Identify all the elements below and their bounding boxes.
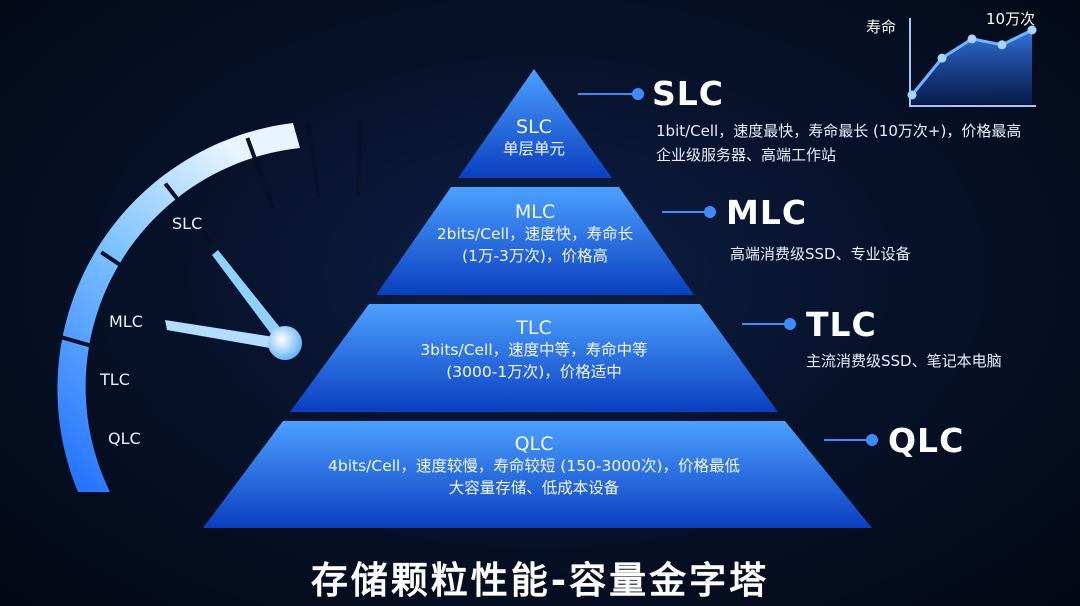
connectors bbox=[578, 88, 878, 446]
tier-tlc-line-1: 3bits/Cell，速度中等，寿命中等 bbox=[420, 341, 648, 359]
tier-tlc-shape bbox=[290, 304, 778, 412]
connector-mlc-dot bbox=[704, 206, 716, 218]
mini-chart bbox=[907, 18, 1037, 107]
gauge-needle-lower bbox=[165, 320, 287, 351]
mini-chart-axes bbox=[909, 18, 1036, 107]
gauge-label-tlc: TLC bbox=[100, 370, 130, 389]
tier-qlc-name: QLC bbox=[514, 433, 554, 455]
tier-mlc-name: MLC bbox=[514, 201, 556, 223]
side-tlc-title: TLC bbox=[806, 305, 877, 344]
gauge-tick-2 bbox=[163, 182, 214, 244]
tier-tlc-text: TLC 3bits/Cell，速度中等，寿命中等 (3000-1万次)，价格适中 bbox=[334, 317, 734, 383]
side-tlc-line-1: 主流消费级SSD、笔记本电脑 bbox=[806, 352, 1002, 370]
tier-mlc-shape bbox=[376, 187, 694, 295]
tier-slc-name: SLC bbox=[516, 116, 552, 138]
tier-qlc-text: QLC 4bits/Cell，速度较慢，寿命较短 (150-3000次)，价格最… bbox=[264, 433, 804, 499]
side-slc-line-2: 企业级服务器、高端工作站 bbox=[656, 146, 837, 164]
tier-mlc-line-1: 2bits/Cell，速度快，寿命长 bbox=[436, 225, 634, 243]
tier-qlc-shape bbox=[203, 421, 872, 528]
tier-tlc-line-2: (3000-1万次)，价格适中 bbox=[446, 363, 622, 381]
gauge-label-slc: SLC bbox=[172, 214, 203, 233]
mini-chart-point-2 bbox=[967, 34, 977, 44]
tier-mlc-text: MLC 2bits/Cell，速度快，寿命长 (1万-3万次)，价格高 bbox=[385, 201, 685, 267]
tier-slc-line-1: 单层单元 bbox=[502, 140, 565, 158]
gauge-tick-1 bbox=[100, 250, 165, 296]
gauge bbox=[57, 120, 363, 492]
mini-chart-point-3 bbox=[997, 40, 1007, 50]
gauge-ticks bbox=[61, 120, 363, 360]
gauge-tick-4 bbox=[306, 122, 321, 198]
tier-tlc-name: TLC bbox=[516, 317, 552, 339]
mini-chart-points bbox=[907, 25, 1037, 100]
tier-qlc-line-2: 大容量存储、低成本设备 bbox=[448, 479, 620, 497]
side-slc-line-1: 1bit/Cell，速度最快，寿命最长 (10万次+)，价格最高 bbox=[656, 122, 1022, 140]
tier-slc-shape bbox=[458, 69, 612, 178]
mini-chart-point-1 bbox=[937, 53, 947, 63]
side-mlc-title: MLC bbox=[726, 193, 808, 232]
gauge-label-mlc: MLC bbox=[109, 312, 143, 331]
gauge-tick-3 bbox=[245, 137, 275, 210]
connector-qlc-dot bbox=[866, 434, 878, 446]
connector-slc-dot bbox=[632, 88, 644, 100]
pyramid bbox=[203, 69, 872, 528]
tier-mlc-line-2: (1万-3万次)，价格高 bbox=[462, 247, 608, 265]
gauge-tick-0 bbox=[61, 335, 135, 360]
tier-qlc-line-1: 4bits/Cell，速度较慢，寿命较短 (150-3000次)，价格最低 bbox=[328, 457, 740, 475]
side-slc-title: SLC bbox=[652, 74, 725, 113]
connector-tlc-dot bbox=[784, 318, 796, 330]
gauge-hub bbox=[268, 326, 302, 360]
gauge-needle-upper bbox=[212, 250, 290, 346]
tier-slc-text: SLC 单层单元 bbox=[434, 116, 634, 160]
side-qlc-title: QLC bbox=[888, 421, 965, 460]
gauge-arc bbox=[57, 123, 300, 492]
mini-chart-point-4 bbox=[1027, 25, 1037, 35]
mini-chart-y-label: 寿命 bbox=[866, 18, 897, 36]
gauge-label-qlc: QLC bbox=[108, 429, 141, 448]
gauge-tick-5 bbox=[355, 120, 363, 196]
side-mlc-line-1: 高端消费级SSD、专业设备 bbox=[730, 245, 911, 263]
mini-chart-point-0 bbox=[907, 90, 917, 100]
page-title: 存储颗粒性能-容量金字塔 bbox=[310, 559, 770, 602]
mini-chart-top-label: 10万次 bbox=[986, 10, 1036, 28]
